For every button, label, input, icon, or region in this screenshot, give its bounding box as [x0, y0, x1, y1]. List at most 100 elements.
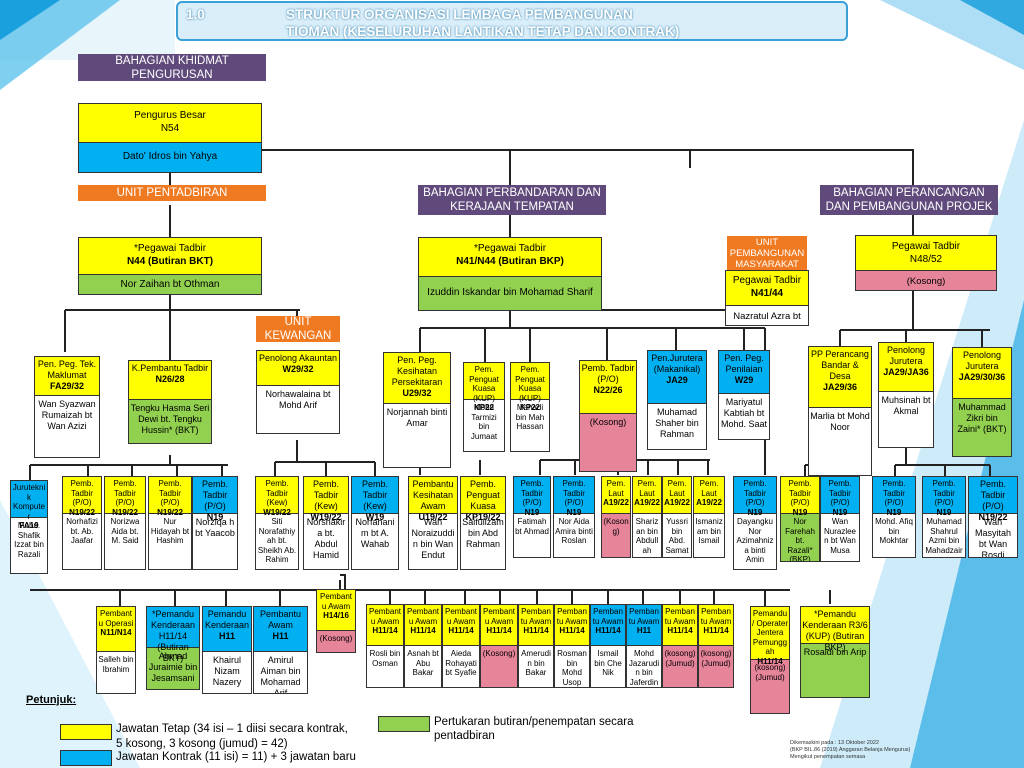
- position-grade: W29: [734, 375, 754, 385]
- position-holder: Mohd. Afiq bin Mokhtar: [873, 513, 915, 557]
- position-holder: Mohd. Shafik Izzat bin Razali: [11, 517, 47, 573]
- position-grade: N19: [832, 507, 848, 517]
- header-unit-pentadbiran: UNIT PENTADBIRAN: [78, 185, 266, 201]
- position-holder: Amerudin bin Bakar: [519, 645, 553, 687]
- position-grade: JA29/30/36: [958, 372, 1006, 382]
- position-grade: H11/14: [559, 626, 585, 635]
- position-holder: Rosaidi bin Arip: [801, 643, 869, 697]
- position-grade: H11/14: [595, 626, 621, 635]
- position-holder: Norshakir a bt. Abdul Hamid: [304, 513, 348, 569]
- position-grade: N44 (Butiran BKT): [126, 256, 214, 267]
- position-title: Penolong Jurutera: [962, 350, 1002, 371]
- position-holder: Nazratul Azra bt: [726, 305, 808, 325]
- position-title: Pem. Laut: [606, 479, 626, 498]
- position-grade: A19/22: [696, 498, 722, 507]
- position-box: Pemb. Tadbir (P/O)N22/26(Kosong): [579, 360, 637, 472]
- position-title: Penolong Akauntan: [258, 353, 338, 363]
- position-holder: Ismaniz am bin Ismail: [694, 513, 724, 557]
- position-grade: JA29/36: [822, 382, 858, 392]
- position-grade: N19/22: [69, 507, 95, 517]
- position-box: Pem. Penguat Kuasa (KUP)KP22Mohd Tarmizi…: [463, 362, 505, 452]
- position-grade: A19/22: [603, 498, 629, 507]
- position-grade: H11/14: [523, 626, 549, 635]
- position-holder: (kosong) (Jumud): [699, 645, 733, 687]
- footnote-updated: Dikemaskini pada : 13 Oktober 2022: [790, 740, 879, 746]
- position-grade: H11/14: [372, 626, 398, 635]
- chart-title-bar: 1.0 STRUKTUR ORGANISASI LEMBAGA PEMBANGU…: [176, 1, 848, 41]
- position-holder: (kosong) (Jumud): [663, 645, 697, 687]
- legend-label-tetap: Jawatan Tetap (34 isi – 1 diisi secara k…: [116, 723, 348, 735]
- position-grade: H11: [636, 626, 652, 635]
- position-grade: FA29/32: [49, 381, 85, 391]
- header-unit-masyarakat: UNIT PEMBANGUNAN MASYARAKAT: [727, 236, 807, 270]
- position-grade: N19: [566, 507, 582, 517]
- position-holder: Norfahani m bt A. Wahab: [352, 513, 398, 569]
- legend-label-pertukaran: Pertukaran butiran/penempatan secara: [434, 716, 634, 728]
- position-grade: N19: [792, 507, 808, 517]
- position-grade: N26/28: [155, 374, 185, 384]
- position-holder: Norhafizi bt. Ab. Jaafar: [63, 513, 101, 569]
- position-holder: Ahmad Juraimie bin Jesamsani: [147, 647, 199, 689]
- position-title: Pembantu Awam: [368, 607, 402, 626]
- position-holder: Sharizan bin Abdullah: [633, 513, 661, 557]
- position-holder: Asnah bt Abu Bakar: [405, 645, 441, 687]
- position-holder: Aieda Rohayati bt Syafie: [443, 645, 479, 687]
- position-holder: Izuddin Iskandar bin Mohamad Sharif: [419, 276, 601, 310]
- position-holder: Muhammad Zikri bin Zaini* (BKT): [953, 398, 1011, 456]
- section-number: 1.0: [186, 7, 205, 22]
- position-box: *Pemandu Kenderaan R3/6 (KUP) (Butiran B…: [800, 606, 870, 698]
- position-title: Penolong Jurutera: [886, 345, 926, 366]
- position-holder: Muhsinah bt Akmal: [879, 391, 933, 447]
- position-box: Pemb. Penguat KuasaKP19/22Saifulizam bin…: [460, 476, 506, 570]
- position-grade: H11: [272, 631, 289, 641]
- position-holder: Saifulizam bin Abd Rahman: [461, 513, 505, 569]
- position-holder: Norziqa h bt Yaacob: [193, 513, 237, 569]
- position-grade: W19/22: [263, 507, 291, 517]
- position-title: Pembantu Awam: [556, 607, 588, 626]
- position-title: Pen. Peg. Tek. Maklumat: [37, 359, 97, 380]
- position-holder: (Kosong): [856, 270, 996, 290]
- title-line-2: TIOMAN (KESELURUHAN LANTIKAN TETAP DAN K…: [286, 24, 680, 39]
- position-holder: Mohd Jazarudin bin Jaferdin: [627, 645, 661, 687]
- position-title: Pegawai Tadbir: [732, 275, 802, 286]
- position-grade: N11/N14: [100, 628, 132, 637]
- position-title: Pemb. Tadbir (P/O): [788, 479, 812, 507]
- position-holder: Mahadi bin Mah Hassan: [511, 399, 549, 451]
- position-title: Pembantu Awam: [628, 607, 660, 626]
- position-title: Pembantu Awam: [319, 592, 353, 611]
- position-title: Pembantu Awam: [664, 607, 696, 626]
- position-holder: Rosman bin Mohd Usop: [555, 645, 589, 687]
- position-title: Pem. Penguat Kuasa (KUP): [469, 365, 499, 403]
- position-holder: Tengku Hasma Seri Dewi bt. Tengku Hussin…: [129, 399, 211, 443]
- position-title: Pemb. Tadbir (P/O): [562, 479, 586, 507]
- position-title: Pemb. Tadbir (P/O): [581, 363, 635, 384]
- position-title: Pemb. Tadbir (P/O): [201, 479, 228, 511]
- position-box: Pemb. Tadbir (Kew)W19/22Norshakir a bt. …: [303, 476, 349, 570]
- position-title: Pembantu Awam: [520, 607, 552, 626]
- position-title: Pem. Laut: [699, 479, 719, 498]
- position-title: Pembantu Awam: [592, 607, 624, 626]
- position-grade: H11/14: [667, 626, 693, 635]
- position-box: *Pemandu Kenderaan H11/14 (Butiran BKT)A…: [146, 606, 200, 690]
- position-title: Pen.Jurutera (Makanikal): [651, 353, 703, 374]
- position-holder: Norizwa Aida bt. M. Said: [105, 513, 145, 569]
- pegawai-tadbir-pentadbiran-box: *Pegawai Tadbir N44 (Butiran BKT) Nor Za…: [78, 237, 262, 295]
- position-holder: Ismail bin Che Nik: [591, 645, 625, 687]
- position-title: Pemandu Kenderaan: [204, 609, 250, 630]
- position-holder: Muhamad Shaher bin Rahman: [648, 403, 706, 449]
- position-holder: Muhamad Shahrul Azmi bin Mahadzair: [923, 513, 965, 557]
